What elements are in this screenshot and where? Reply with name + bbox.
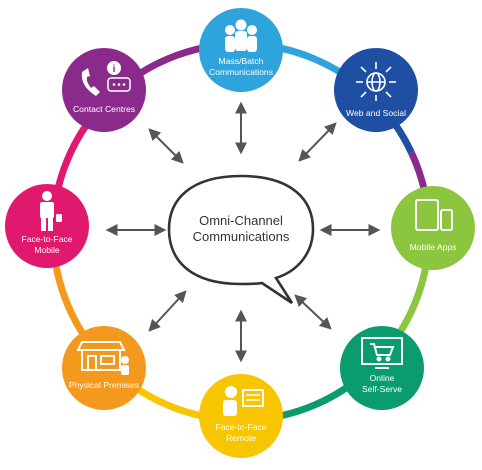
- svg-text:i: i: [113, 64, 116, 75]
- node-web-social[interactable]: Web and Social: [334, 48, 418, 132]
- channel-nodes: Mass/Batch Communications Web and Social: [5, 8, 475, 458]
- center-title-line1: Omni-Channel: [199, 213, 283, 228]
- connector-arrow: [294, 294, 332, 330]
- node-physical-premises-label: Physical Premises: [69, 380, 139, 390]
- node-face-to-face-mobile-label-1: Face-to-Face: [21, 234, 72, 244]
- node-face-to-face-mobile-label-2: Mobile: [34, 245, 60, 255]
- connector-arrow: [298, 122, 337, 162]
- node-face-to-face-mobile-circle: [5, 184, 89, 268]
- connector-arrow: [148, 290, 187, 332]
- node-mass-batch-label-1: Mass/Batch: [219, 56, 264, 66]
- node-face-to-face-remote-label-1: Face-to-Face: [215, 422, 266, 432]
- node-online-self-serve-label-2: Self-Serve: [362, 384, 402, 394]
- node-web-social-label: Web and Social: [346, 108, 406, 118]
- globe-network-icon: [356, 62, 396, 101]
- node-face-to-face-remote[interactable]: Face-to-Face Remote: [199, 374, 283, 458]
- center-title-line2: Communications: [193, 229, 290, 244]
- node-physical-premises-circle: [62, 326, 146, 410]
- node-contact-centres-label: Contact Centres: [73, 104, 135, 114]
- connector-arrows: [105, 101, 381, 363]
- shopping-cart-screen-icon: [361, 337, 403, 369]
- node-online-self-serve-label-1: Online: [370, 373, 395, 383]
- node-online-self-serve[interactable]: Online Self-Serve: [340, 326, 424, 410]
- node-mobile-apps-circle: [391, 186, 475, 270]
- node-face-to-face-mobile[interactable]: Face-to-Face Mobile: [5, 184, 89, 268]
- node-contact-centres[interactable]: i Contact Centres: [62, 48, 146, 132]
- speech-bubble-shape: [167, 174, 315, 305]
- node-mass-batch-label-2: Communications: [209, 67, 273, 77]
- node-mobile-apps[interactable]: Mobile Apps: [391, 186, 475, 270]
- people-group-icon: [225, 19, 257, 52]
- node-face-to-face-remote-label-2: Remote: [226, 433, 256, 443]
- businessman-icon: [40, 191, 62, 231]
- node-physical-premises[interactable]: Physical Premises: [62, 326, 146, 410]
- person-screen-icon: [223, 386, 264, 416]
- node-contact-centres-circle: [62, 48, 146, 132]
- storefront-icon: [76, 341, 129, 375]
- center-speech-bubble: Omni-Channel Communications: [167, 174, 315, 305]
- connector-arrow: [148, 128, 184, 164]
- node-face-to-face-remote-circle: [199, 374, 283, 458]
- node-mass-batch[interactable]: Mass/Batch Communications: [199, 8, 283, 92]
- phone-chat-icon: i: [81, 61, 131, 96]
- node-mobile-apps-label: Mobile Apps: [410, 242, 457, 252]
- tablet-phone-icon: [415, 199, 453, 231]
- node-web-social-circle: [334, 48, 418, 132]
